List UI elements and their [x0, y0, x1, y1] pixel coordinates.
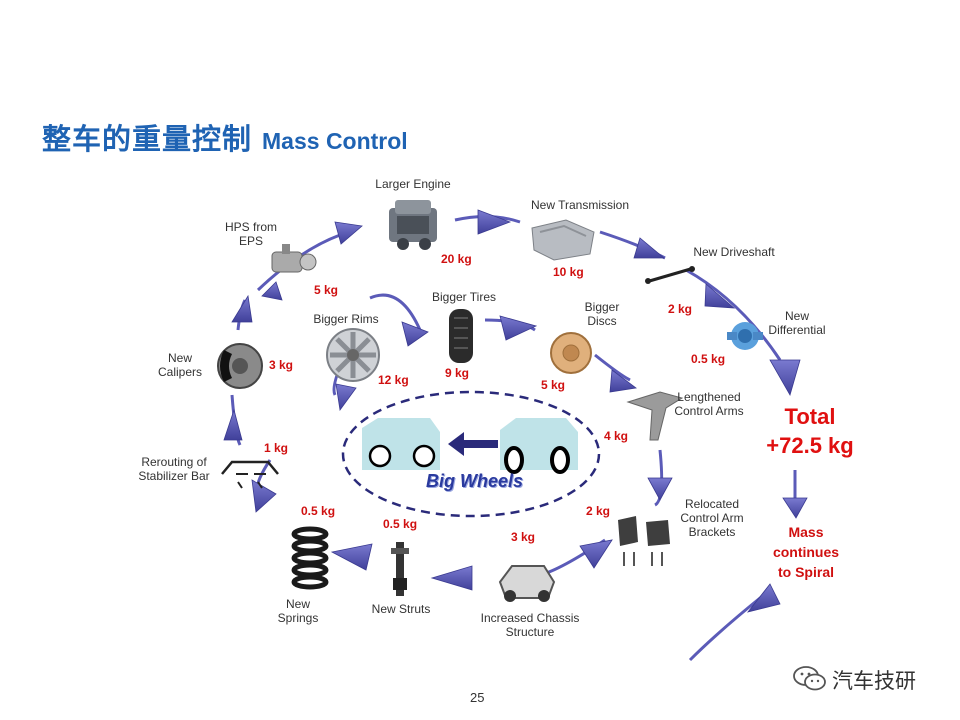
weight-increased-chassis-structure: 3 kg: [511, 530, 536, 544]
arrow-to-chassis: [579, 539, 613, 569]
chassis-picture: [498, 565, 556, 602]
weight-lengthened-control-arms: 4 kg: [604, 429, 629, 443]
arrow-to-driveshaft: [633, 237, 666, 259]
arrow-to-springs: [330, 543, 373, 571]
total-weight: Total+72.5 kg: [766, 404, 854, 458]
tire-picture: [449, 309, 473, 363]
arrow-spiral-end: [746, 583, 781, 613]
weight-rerouting-stabilizer-bar: 1 kg: [264, 441, 289, 455]
label-larger-engine: Larger Engine: [375, 177, 451, 191]
arrow-hps-to-engine: [261, 281, 283, 301]
arrow-to-calipers: [223, 408, 243, 441]
arrow-heads: [223, 209, 808, 613]
big-wheels-graphic: [341, 390, 601, 518]
weight-bigger-rims: 12 kg: [378, 373, 409, 387]
arrow-to-total: [769, 359, 801, 397]
weight-larger-engine: 20 kg: [441, 252, 472, 266]
title-chinese: 整车的重量控制: [42, 122, 253, 156]
caliper-picture: [217, 343, 263, 389]
brackets-picture: [618, 516, 670, 566]
arrow-to-big-wheels: [335, 383, 357, 412]
arrow-to-struts: [430, 565, 473, 591]
strut-picture: [391, 542, 409, 596]
label-new-transmission: New Transmission: [530, 198, 630, 212]
disc-picture: [550, 332, 592, 374]
weight-new-differential: 0.5 kg: [691, 352, 726, 366]
arrow-to-differential: [704, 283, 736, 309]
label-new-driveshaft: New Driveshaft: [693, 245, 775, 259]
arrow-to-brackets: [647, 477, 673, 501]
label-new-struts: New Struts: [371, 602, 431, 616]
rim-picture: [326, 328, 380, 382]
label-bigger-tires: Bigger Tires: [431, 290, 497, 304]
arrow-to-stabilizer: [251, 479, 277, 513]
transmission-picture: [531, 219, 595, 261]
driveshaft-picture: [645, 266, 695, 284]
differential-picture: [727, 322, 763, 350]
transition-arrow: [448, 432, 498, 456]
control-arm-picture: [626, 391, 684, 441]
label-bigger-rims: Bigger Rims: [313, 312, 379, 326]
weight-new-springs: 0.5 kg: [301, 504, 336, 518]
weight-new-transmission: 10 kg: [553, 265, 584, 279]
title-english: Mass Control: [262, 128, 408, 154]
weight-hps-from-eps: 5 kg: [314, 283, 339, 297]
slide-title: 整车的重量控制 Mass Control: [42, 116, 408, 158]
weight-new-driveshaft: 2 kg: [668, 302, 693, 316]
small-wheel-car: [362, 418, 440, 470]
arrow-to-engine: [334, 221, 363, 245]
arrow-to-mass-continues: [782, 497, 808, 519]
page-number: 25: [470, 690, 485, 705]
weight-new-calipers: 3 kg: [269, 358, 294, 372]
arrow-to-discs: [499, 315, 538, 341]
hps-pump-picture: [271, 244, 317, 273]
arrow-to-tires: [401, 321, 429, 347]
engine-picture: [389, 200, 437, 250]
arrow-to-control-arms: [609, 369, 638, 393]
weight-bigger-tires: 9 kg: [445, 366, 470, 380]
weight-relocated-control-arm-brackets: 2 kg: [586, 504, 611, 518]
spring-picture: [291, 526, 329, 590]
watermark-text: 汽车技研: [832, 669, 916, 693]
big-wheel-car: [500, 418, 578, 474]
arrow-to-transmission: [477, 209, 512, 235]
wechat-logo: [793, 666, 826, 691]
weight-new-struts: 0.5 kg: [383, 517, 418, 531]
arrow-to-hps: [231, 294, 253, 323]
stabilizer-bar-picture: [221, 460, 279, 489]
big-wheels-label: Big Wheels: [426, 471, 524, 491]
weight-bigger-discs: 5 kg: [541, 378, 566, 392]
